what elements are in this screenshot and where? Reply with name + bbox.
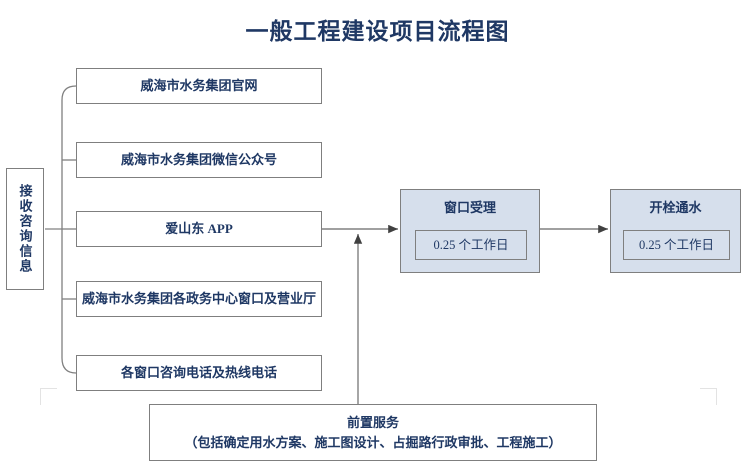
stage-label-water-turn-on: 开栓通水 xyxy=(649,200,702,215)
node-pre-service[interactable]: 前置服务 （包括确定用水方案、施工图设计、占掘路行政审批、工程施工） xyxy=(149,404,597,461)
node-channel-hotline[interactable]: 各窗口咨询电话及热线电话 xyxy=(76,355,322,391)
node-channel-aishandong-app[interactable]: 爱山东 APP xyxy=(76,211,322,247)
node-stage-window-acceptance[interactable]: 窗口受理 0.25 个工作日 xyxy=(400,189,540,273)
node-channel-wechat-account[interactable]: 威海市水务集团微信公众号 xyxy=(76,142,322,178)
canvas-corner-guide-bottom-left xyxy=(40,388,57,405)
node-receive-inquiry[interactable]: 接收咨询信息 xyxy=(6,168,44,290)
node-channel-service-halls[interactable]: 威海市水务集团各政务中心窗口及营业厅 xyxy=(76,281,322,317)
pre-service-title: 前置服务 xyxy=(346,415,399,430)
pre-service-detail: （包括确定用水方案、施工图设计、占掘路行政审批、工程施工） xyxy=(184,434,562,450)
canvas-corner-guide-bottom-right xyxy=(700,388,717,405)
connector-brace-top-curve xyxy=(61,85,77,101)
page-title: 一般工程建设项目流程图 xyxy=(245,19,510,44)
stage-label-window-acceptance: 窗口受理 xyxy=(443,200,496,215)
stage-duration-window-acceptance: 0.25 个工作日 xyxy=(415,230,527,260)
stage-duration-water-turn-on: 0.25 个工作日 xyxy=(623,230,730,260)
node-channel-official-website[interactable]: 威海市水务集团官网 xyxy=(76,68,322,104)
connector-brace-bottom-curve xyxy=(61,357,77,374)
node-stage-water-turn-on[interactable]: 开栓通水 0.25 个工作日 xyxy=(610,189,741,273)
